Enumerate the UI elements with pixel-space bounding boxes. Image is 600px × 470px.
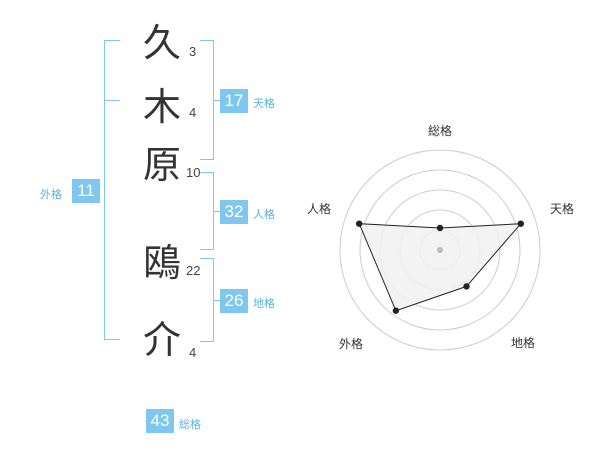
gaikaku-value-box: 11	[72, 179, 100, 203]
radar-axis-label-tenkaku: 天格	[549, 202, 574, 216]
soukaku-label: 総格	[179, 418, 201, 431]
stroke-count-4: 22	[186, 263, 201, 278]
jinkaku-label: 人格	[253, 208, 275, 221]
radar-polygon	[358, 223, 522, 312]
radar-center-dot	[437, 247, 443, 253]
soukaku-value-box: 43	[146, 409, 174, 433]
name-char-2: 木	[142, 85, 181, 129]
jinkaku-value-box: 32	[220, 200, 248, 224]
radar-point-4	[392, 307, 400, 314]
stroke-count-3: 10	[186, 165, 201, 180]
radar-axis-label-jinkaku: 人格	[306, 202, 331, 216]
gaikaku-bracket-tick	[104, 100, 120, 101]
name-char-5: 介	[142, 318, 181, 362]
chikaku-value-box: 26	[220, 289, 248, 313]
chikaku-bracket-tick	[213, 300, 221, 301]
radar-axis-label-chikaku: 地格	[510, 336, 535, 350]
tenkaku-label: 天格	[253, 97, 275, 110]
tenkaku-value-box: 17	[220, 89, 248, 113]
stroke-count-2: 4	[189, 105, 197, 120]
name-char-1: 久	[142, 21, 181, 65]
radar-ring-1	[339, 149, 541, 351]
gaikaku-label: 外格	[40, 188, 62, 201]
gaikaku-bracket	[104, 40, 120, 340]
radar-point-3	[463, 283, 470, 290]
name-char-3: 原	[142, 143, 181, 187]
radar-axis-label-gaikaku: 外格	[338, 337, 363, 351]
stroke-count-5: 4	[189, 345, 197, 360]
radar-ring-2	[359, 169, 521, 331]
chikaku-label: 地格	[253, 297, 275, 310]
name-char-4: 鴎	[142, 241, 181, 285]
stroke-count-1: 3	[189, 44, 197, 59]
jinkaku-bracket-tick	[213, 211, 221, 212]
tenkaku-bracket-tick	[213, 100, 221, 101]
radar-point-5	[356, 220, 363, 227]
radar-axis-label-soukaku: 総格	[427, 124, 452, 138]
radar-point-2	[517, 220, 524, 227]
radar-point-1	[436, 224, 444, 232]
